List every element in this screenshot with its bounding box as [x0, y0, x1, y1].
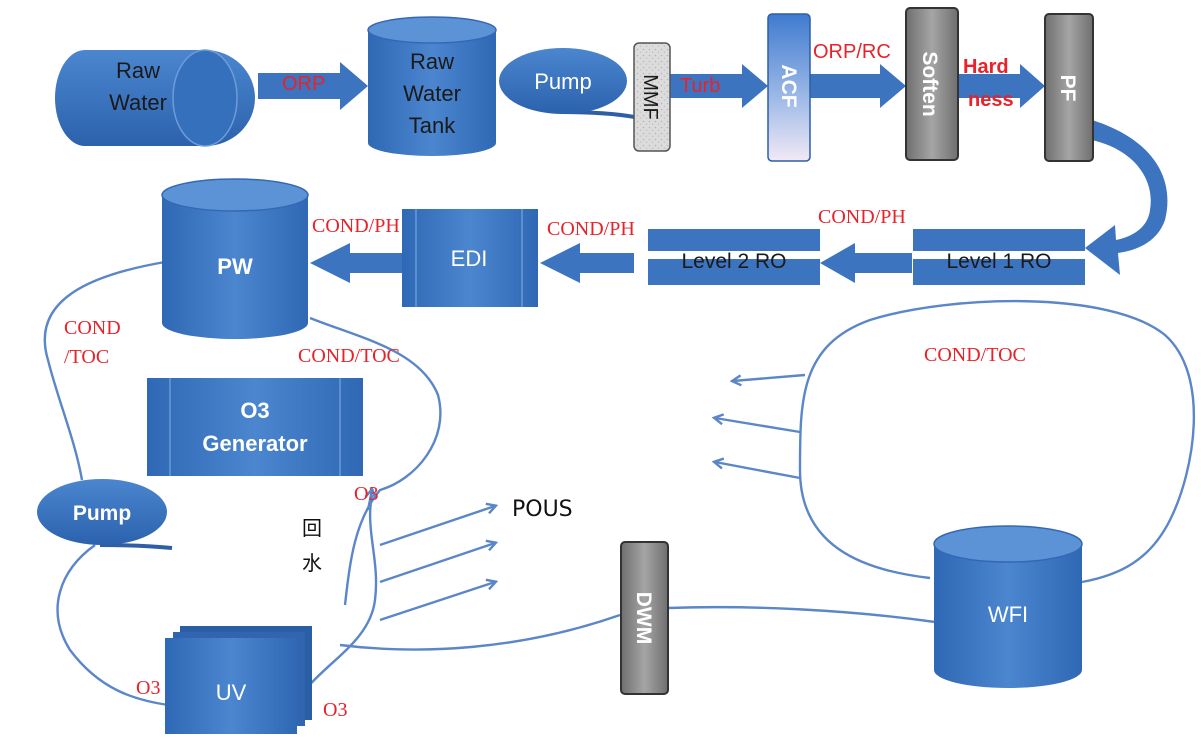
pf-label: PF — [1056, 75, 1079, 102]
pw-label: PW — [217, 254, 253, 279]
return-water-label-2: 水 — [302, 551, 322, 575]
level-2-ro-node: Level 2 RO — [648, 229, 820, 285]
wfi-label: WFI — [988, 602, 1028, 627]
wfi-arrow-2 — [715, 418, 801, 434]
label-orp: ORP — [282, 73, 325, 95]
mmf-label: MMF — [639, 74, 661, 120]
level-2-ro-label: Level 2 RO — [681, 250, 786, 273]
pf-filter-node: PF — [1044, 13, 1094, 162]
raw-water-tank-label-2: Water — [403, 81, 461, 106]
o3-generator-node: O3 Generator — [147, 378, 363, 476]
mmf-filter-node: MMF — [633, 42, 671, 152]
pous-arrow-2 — [379, 543, 495, 584]
loop-lines — [43, 260, 1196, 707]
label-turb: Turb — [680, 75, 720, 97]
arrow-ro1-to-ro2 — [820, 243, 912, 283]
raw-water-tank-label-3: Tank — [409, 113, 456, 138]
label-o3-top: O3 — [354, 483, 378, 505]
pump-top-label: Pump — [534, 69, 591, 94]
uv-label: UV — [216, 680, 247, 705]
label-o3-uv-left: O3 — [136, 677, 160, 699]
dwm-node: DWM — [620, 541, 669, 695]
pump-top-node: Pump — [499, 48, 641, 120]
edi-node: EDI — [402, 209, 538, 307]
label-cond-ph-edi: COND/PH — [312, 215, 400, 237]
small-arrows — [368, 373, 806, 622]
pw-tank-node: PW — [161, 178, 309, 339]
arrow-edi-to-pw — [310, 243, 402, 283]
pump-bottom-node: Pump — [37, 479, 173, 550]
wfi-tank-node: WFI — [933, 525, 1083, 688]
pw-return-line — [309, 316, 442, 606]
raw-water-tank-label-1: Raw — [410, 49, 454, 74]
flow-arrows — [258, 62, 1168, 283]
label-o3-uv-right: O3 — [323, 699, 347, 721]
label-cond-toc-center: COND/TOC — [298, 345, 400, 367]
label-cond-toc-right: COND/TOC — [924, 344, 1026, 366]
wfi-arrow-1 — [733, 373, 806, 381]
arrow-soften-to-pf — [958, 64, 1045, 108]
edi-label: EDI — [451, 246, 488, 271]
dwm-label: DWM — [632, 592, 655, 644]
uv-to-dwm-line — [339, 613, 621, 651]
arrow-mmf-to-acf — [668, 64, 768, 108]
level-1-ro-label: Level 1 RO — [946, 250, 1051, 273]
uv-node: UV — [165, 626, 312, 734]
label-cond-ph-ro1: COND/PH — [818, 206, 906, 228]
return-water-label-1: 回 — [302, 516, 322, 540]
soften-label: Soften — [918, 51, 941, 116]
pous-label: POUS — [512, 497, 573, 522]
arrow-raw-to-tank — [258, 62, 368, 110]
measurement-labels: ORP Turb ORP/RC Hard ness COND/PH COND/P… — [64, 41, 1026, 721]
raw-water-label-1: Raw — [116, 58, 160, 83]
acf-filter-node: ACF — [767, 13, 811, 162]
arrow-acf-to-soften — [810, 64, 906, 108]
wfi-loop-line — [798, 299, 1196, 584]
pump-bottom-label: Pump — [73, 502, 131, 525]
o3-up-arrow — [368, 490, 372, 511]
raw-water-tank-node: Raw Water — [55, 49, 255, 147]
o3-generator-label-2: Generator — [202, 431, 308, 456]
label-cond-toc-left-1: COND — [64, 317, 121, 339]
softener-node: Soften — [905, 7, 959, 161]
label-hardness-1: Hard — [963, 56, 1009, 78]
pous-arrow-3 — [379, 582, 495, 622]
arrow-ro2-to-edi — [540, 243, 634, 283]
o3-generator-label-1: O3 — [240, 398, 269, 423]
level-1-ro-node: Level 1 RO — [913, 229, 1085, 285]
raw-water-label-2: Water — [109, 90, 167, 115]
label-cond-ph-ro2: COND/PH — [547, 218, 635, 240]
pump-to-uv-line — [56, 544, 169, 707]
pous-arrow-1 — [379, 506, 495, 547]
acf-label: ACF — [777, 64, 800, 107]
raw-water-storage-tank-node: Raw Water Tank — [367, 16, 497, 156]
label-hardness-2: ness — [968, 89, 1014, 111]
wfi-arrow-3 — [715, 462, 801, 480]
uv-supply-line — [304, 494, 378, 691]
dwm-to-wfi-line — [667, 605, 936, 624]
pw-loop-left-line — [43, 260, 166, 481]
label-cond-toc-left-2: /TOC — [64, 346, 109, 368]
arrow-pf-to-ro1 — [1085, 120, 1168, 275]
label-orp-rc: ORP/RC — [813, 41, 891, 63]
